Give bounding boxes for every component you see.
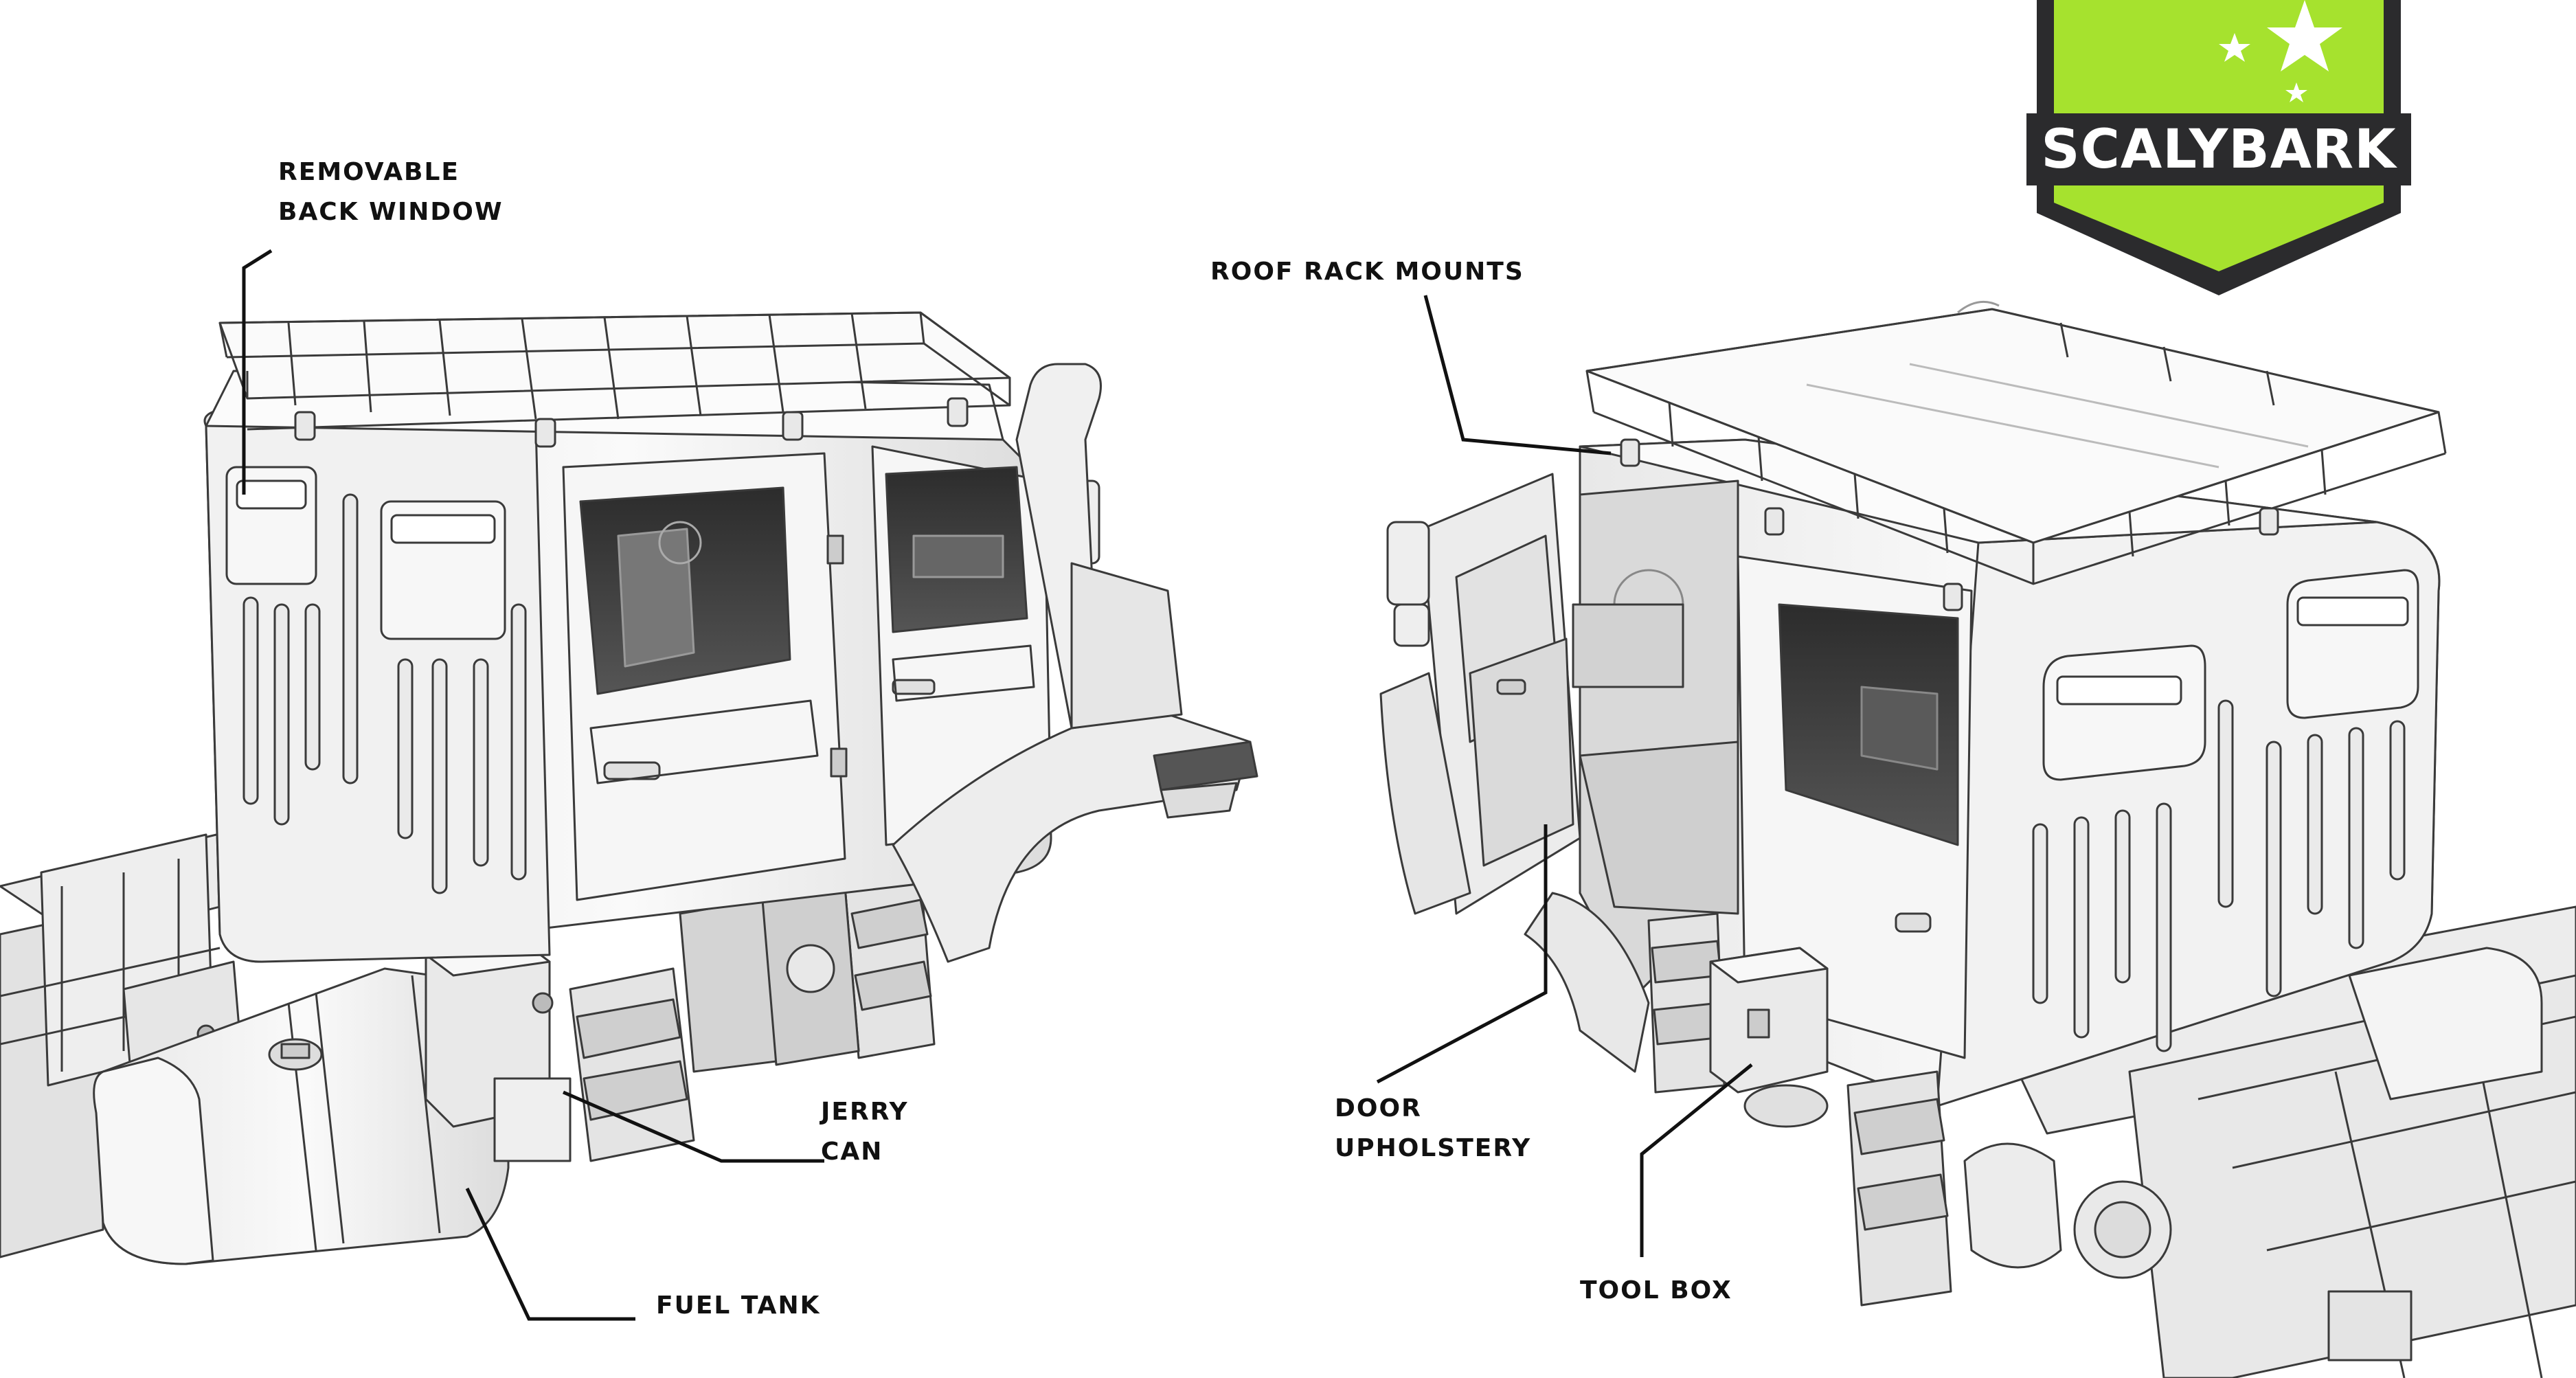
logo-star-large-icon — [2267, 0, 2342, 71]
left-cab — [203, 363, 1258, 963]
callout-door-upholstery-line2: UPHOLSTERY — [1335, 1134, 1532, 1162]
callout-tool-box-line1: TOOL BOX — [1580, 1276, 1732, 1304]
callout-tool-box: TOOL BOX — [1580, 1271, 1732, 1311]
callout-door-upholstery-line1: DOOR — [1335, 1094, 1422, 1122]
right-truck-illustration — [1379, 300, 2576, 1378]
jerry-can-leader — [563, 1090, 824, 1163]
tool-box — [1709, 947, 1829, 1128]
callout-door-upholstery: DOOR UPHOLSTERY — [1335, 1089, 1531, 1168]
callout-back-window-line1: REMOVABLE — [278, 158, 460, 186]
left-truck-illustration — [0, 311, 1258, 1265]
door-upholstery-leader — [1376, 824, 1548, 1084]
fuel-tank — [93, 967, 510, 1265]
left-roof-rack — [218, 311, 1011, 448]
callout-back-window-line2: BACK WINDOW — [278, 198, 504, 226]
left-grille — [679, 885, 860, 1073]
right-roof-rack — [1585, 300, 2447, 611]
right-chassis-frame — [1963, 905, 2576, 1378]
scalybark-logo — [2026, 0, 2411, 295]
callout-roof-rack-mounts: ROOF RACK MOUNTS — [1210, 252, 1524, 292]
jerry-can — [425, 940, 572, 1162]
logo-banner — [2026, 113, 2411, 185]
right-cab — [1379, 438, 2441, 1307]
callout-removable-back-window: REMOVABLE BACK WINDOW — [278, 153, 504, 232]
logo-wordmark: SCALYBARK — [2041, 119, 2397, 181]
left-steps — [569, 871, 936, 1162]
callout-fuel-tank-line1: FUEL TANK — [656, 1291, 821, 1320]
callout-roof-rack-line1: ROOF RACK MOUNTS — [1210, 258, 1524, 286]
tool-box-leader — [1640, 1063, 1753, 1257]
roof-rack-leader — [1423, 295, 1612, 455]
callout-jerry-can-line1: JERRY — [821, 1098, 909, 1126]
callout-leader-lines — [242, 249, 1753, 1321]
logo-star-small-icon — [2219, 33, 2250, 62]
callout-jerry-can: JERRY CAN — [821, 1092, 909, 1172]
fuel-tank-leader — [465, 1187, 635, 1321]
logo-star-tiny-icon — [2285, 82, 2307, 102]
callout-fuel-tank: FUEL TANK — [656, 1286, 821, 1326]
callout-jerry-can-line2: CAN — [821, 1138, 883, 1166]
back-window-leader — [242, 249, 273, 495]
